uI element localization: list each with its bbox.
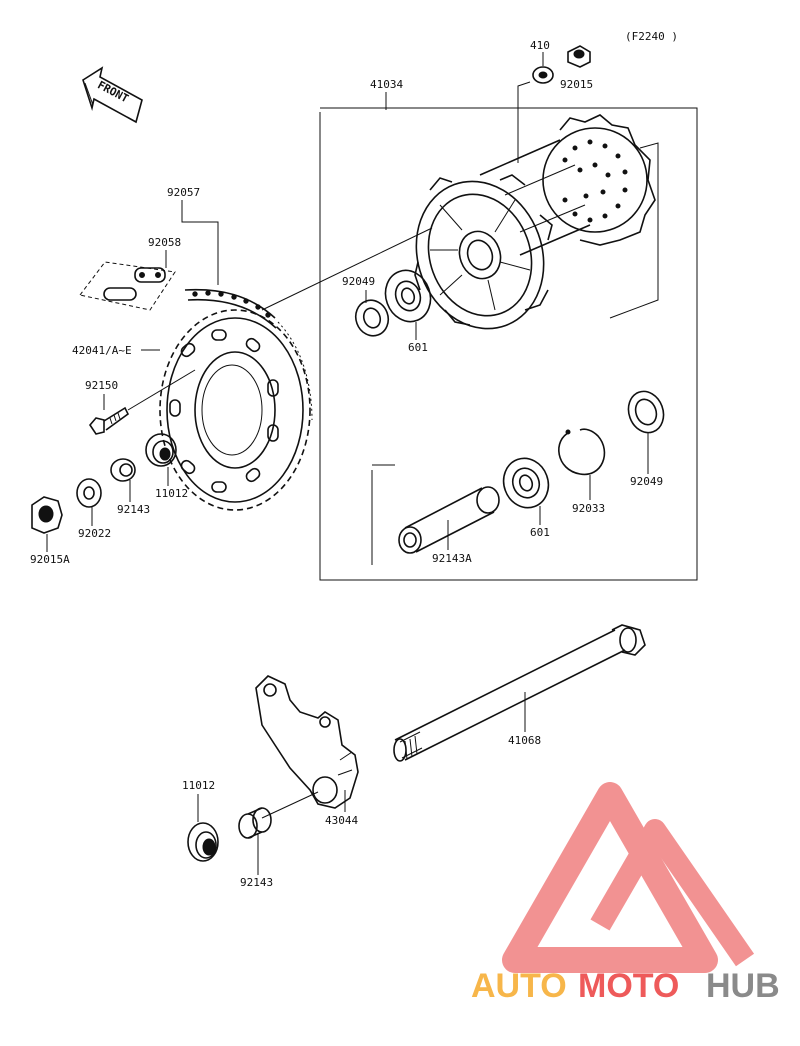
label-92015: 92015 bbox=[560, 78, 593, 91]
label-92033: 92033 bbox=[572, 502, 605, 515]
washer-410-icon bbox=[532, 66, 554, 84]
label-92022: 92022 bbox=[78, 527, 111, 540]
label-601-upper: 601 bbox=[408, 341, 428, 354]
nut-92015-icon bbox=[567, 45, 591, 68]
front-arrow-icon: FRONT bbox=[82, 66, 143, 124]
label-92143-upper: 92143 bbox=[117, 503, 150, 516]
seal-92049-lower-icon bbox=[627, 390, 665, 434]
bolt-92150-icon bbox=[88, 406, 130, 435]
bearing-601-lower-icon bbox=[502, 457, 550, 509]
label-42041: 42041/A~E bbox=[72, 344, 132, 357]
watermark-moto: MOTO bbox=[578, 967, 679, 1005]
watermark-auto: AUTO bbox=[471, 967, 567, 1005]
chain-92057-icon bbox=[184, 288, 313, 421]
label-410: 410 bbox=[530, 39, 550, 52]
label-92143-lower: 92143 bbox=[240, 876, 273, 889]
label-92015A: 92015A bbox=[30, 553, 70, 566]
label-41034: 41034 bbox=[370, 78, 403, 91]
brake-bracket-43044-icon bbox=[255, 675, 359, 809]
rear-hub-41034-icon bbox=[414, 114, 656, 330]
label-92057: 92057 bbox=[167, 186, 200, 199]
label-92049-lower: 92049 bbox=[630, 475, 663, 488]
label-92058: 92058 bbox=[148, 236, 181, 249]
bearing-601-upper-icon bbox=[384, 269, 432, 323]
spacer-92143-upper-icon bbox=[110, 458, 136, 482]
watermark-hub: HUB bbox=[706, 967, 780, 1005]
watermark-text: AUTO MOTO HUB bbox=[471, 967, 780, 1005]
spacer-92143-lower-icon bbox=[238, 807, 272, 839]
label-92143A: 92143A bbox=[432, 552, 472, 565]
collar-11012-lower-icon bbox=[187, 822, 219, 862]
label-92049-upper: 92049 bbox=[342, 275, 375, 288]
circlip-92033-icon bbox=[558, 428, 606, 476]
automotohub-logo-icon bbox=[502, 782, 755, 973]
washer-92022-icon bbox=[76, 478, 102, 508]
sprocket-42041-icon bbox=[159, 309, 311, 511]
spacer-92143A-icon bbox=[398, 486, 500, 554]
nut-92015A-icon bbox=[31, 496, 63, 534]
label-11012-upper: 11012 bbox=[155, 487, 188, 500]
axle-41068-icon bbox=[393, 624, 646, 762]
front-label: FRONT bbox=[95, 78, 131, 105]
diagram-code: (F2240 ) bbox=[625, 30, 678, 43]
chain-master-link-92058-icon bbox=[79, 261, 176, 311]
label-43044: 43044 bbox=[325, 814, 358, 827]
collar-11012-upper-icon bbox=[145, 433, 177, 467]
label-11012-lower: 11012 bbox=[182, 779, 215, 792]
label-92150: 92150 bbox=[85, 379, 118, 392]
label-41068: 41068 bbox=[508, 734, 541, 747]
label-601-lower: 601 bbox=[530, 526, 550, 539]
